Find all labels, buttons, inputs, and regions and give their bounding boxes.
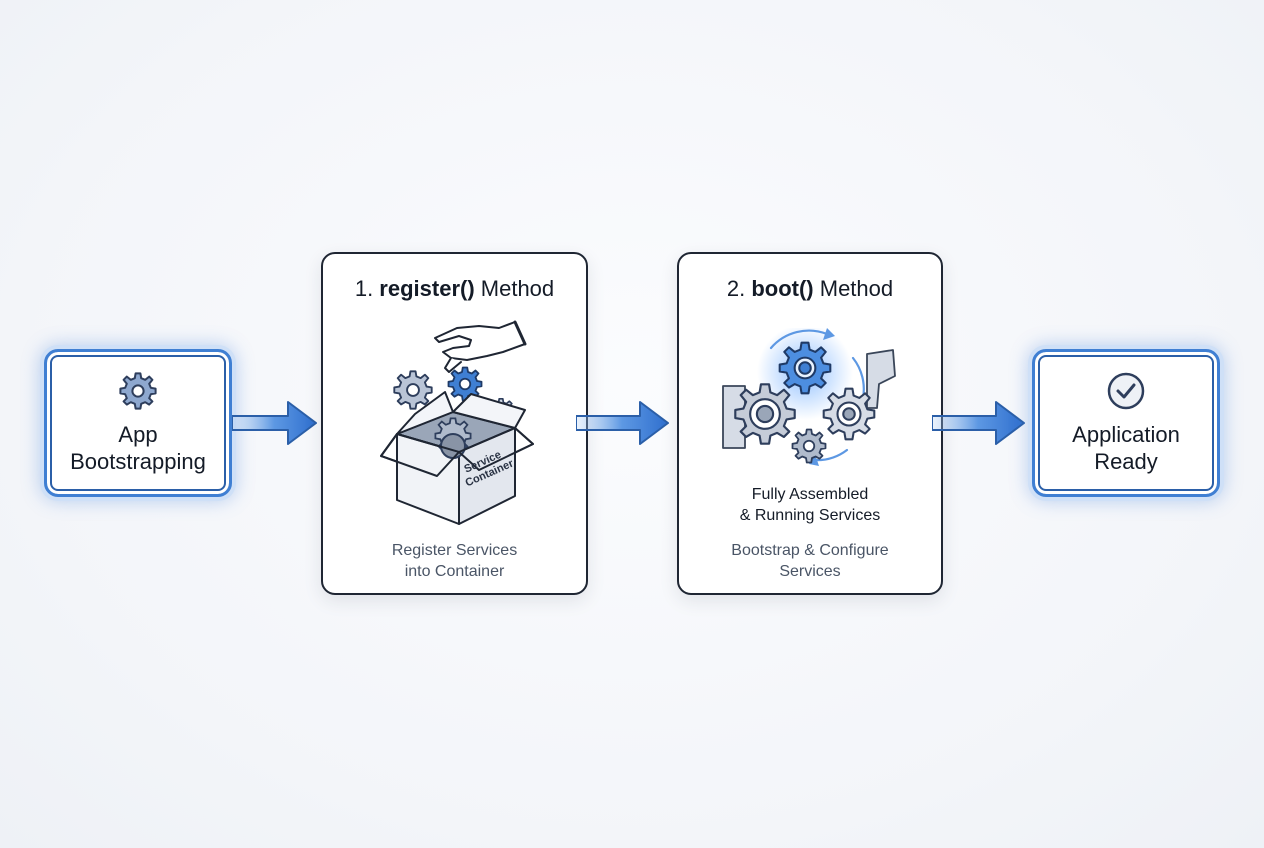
- application-ready-label: Application Ready: [1072, 422, 1180, 474]
- fully-assembled-label: Fully Assembled & Running Services: [739, 486, 881, 524]
- gear-icon: [119, 372, 157, 410]
- boot-method-title: 2. boot() Method: [726, 276, 894, 301]
- application-ready-node: Application Ready: [1032, 349, 1220, 497]
- interlocking-gears-icon: [722, 328, 896, 466]
- box-with-gears-and-hand-icon: Service Container: [380, 320, 534, 525]
- boot-method-panel: 2. boot() Method Fully Assembled & Runni…: [677, 252, 943, 595]
- register-method-title: 1. register() Method: [354, 276, 555, 301]
- app-bootstrapping-label: App Bootstrapping: [70, 422, 206, 474]
- flow-arrow-2: [576, 401, 669, 445]
- flow-arrow-1: [232, 401, 317, 445]
- boot-method-caption: Bootstrap & Configure Services: [731, 542, 889, 580]
- register-method-panel: 1. register() Method Service: [321, 252, 588, 595]
- flow-arrow-3: [932, 401, 1025, 445]
- register-method-caption: Register Services into Container: [391, 542, 518, 580]
- checkmark-circle-icon: [1107, 372, 1145, 410]
- app-bootstrapping-node: App Bootstrapping: [44, 349, 232, 497]
